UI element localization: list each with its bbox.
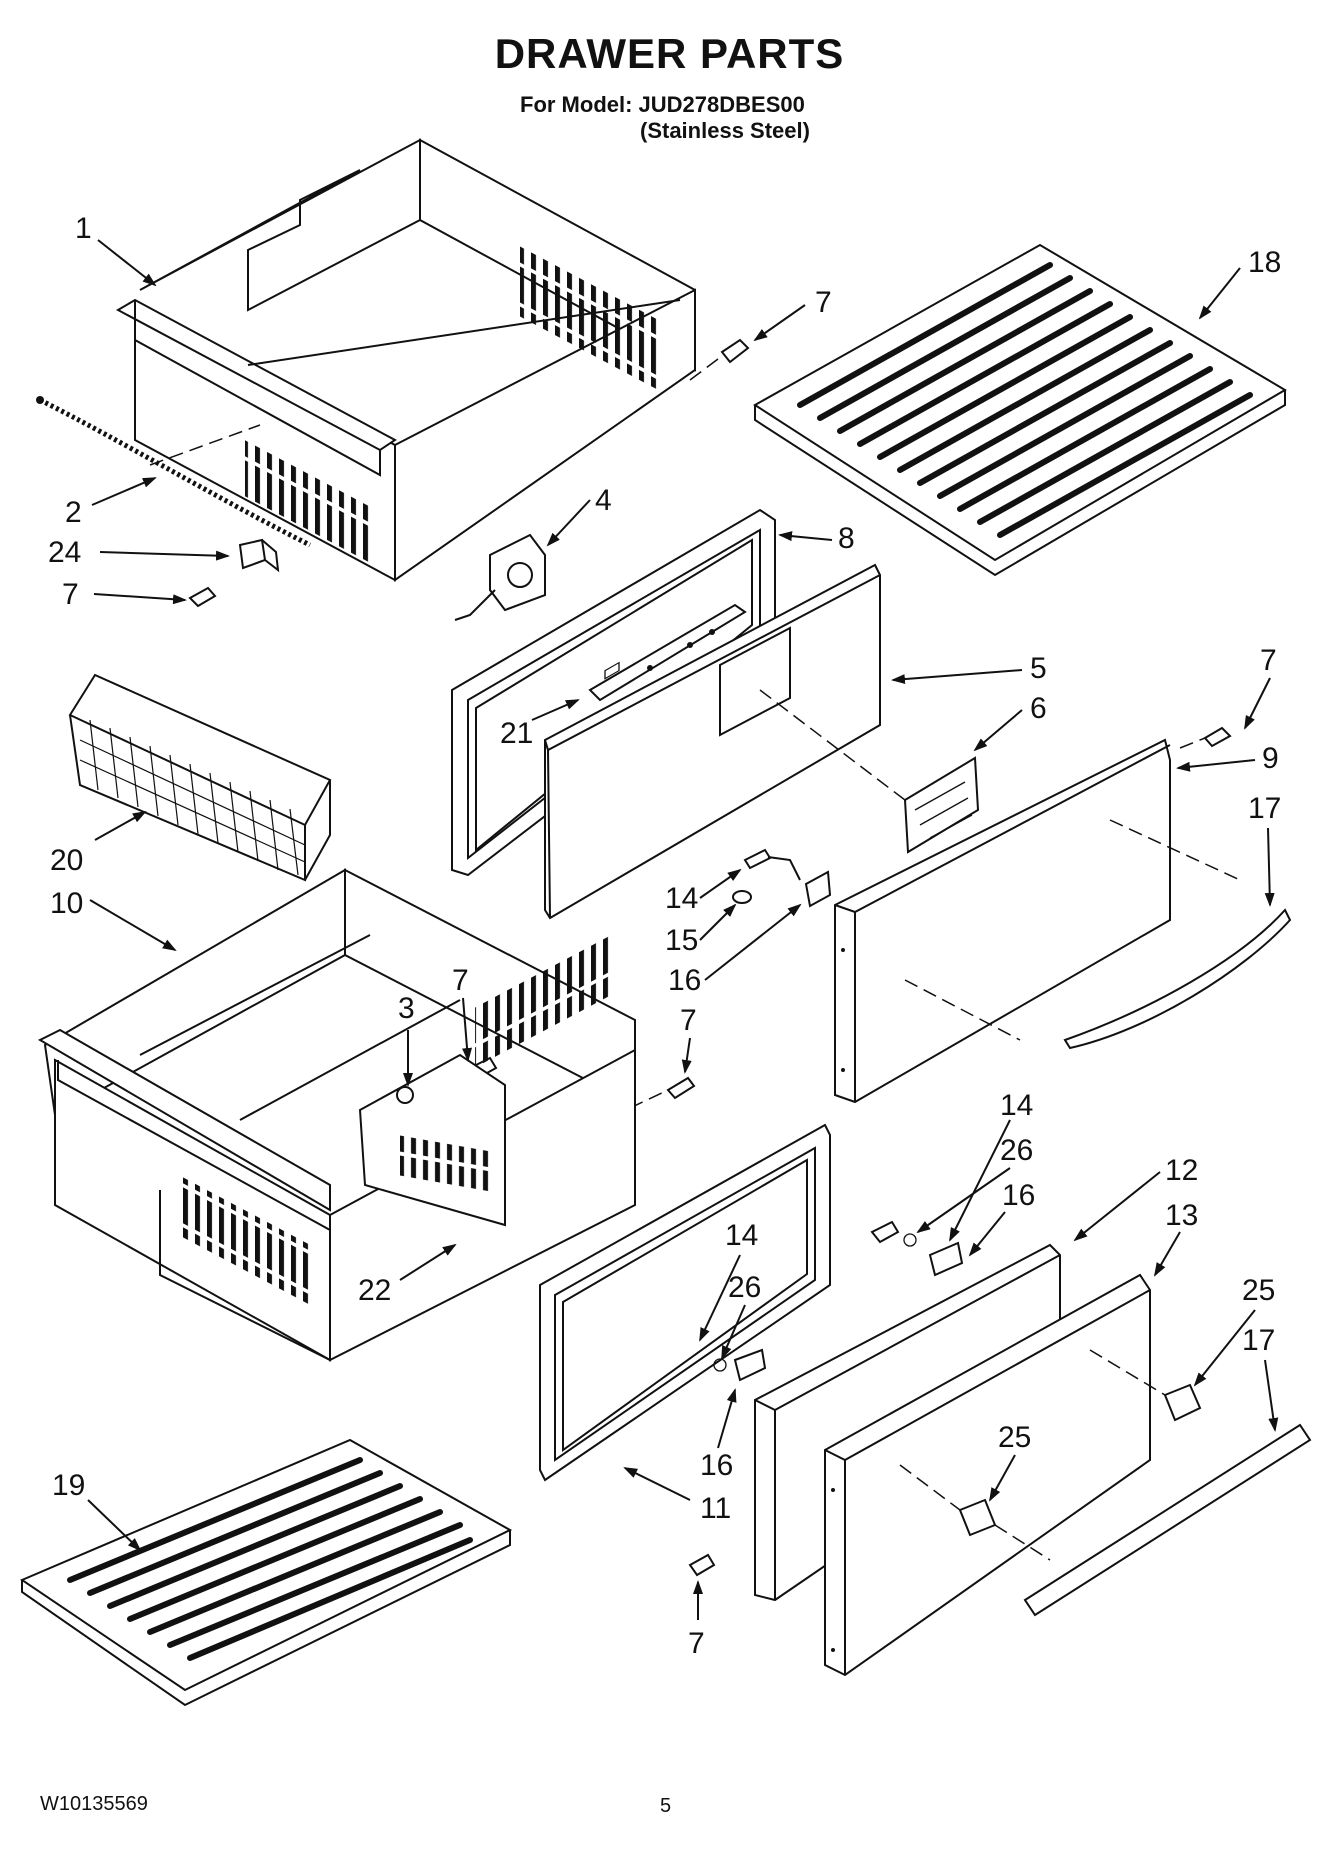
- model-subtitle: For Model: JUD278DBES00 (Stainless Steel…: [520, 92, 810, 144]
- lower-outer-door: [824, 1273, 1151, 1677]
- bottom-shelf-grill: [19, 1438, 513, 1707]
- callout-label-25: 25: [998, 1421, 1031, 1454]
- callout-label-8: 8: [838, 522, 855, 555]
- screw-part: [188, 338, 1232, 1577]
- callout-label-17: 17: [1248, 792, 1281, 825]
- callout-label-7: 7: [62, 578, 79, 611]
- callout-label-20: 20: [50, 844, 83, 877]
- callout-label-14: 14: [1000, 1089, 1033, 1122]
- wire-basket: [68, 673, 332, 882]
- callout-label-7: 7: [452, 964, 469, 997]
- control-board: [903, 756, 980, 854]
- upper-outer-door: [834, 738, 1171, 1104]
- bracket-part: [238, 538, 280, 573]
- lower-hinge-parts: [713, 1233, 964, 1382]
- callout-label-26: 26: [1000, 1134, 1033, 1167]
- callout-label-7: 7: [680, 1004, 697, 1037]
- motor-part: [454, 533, 546, 621]
- callout-label-4: 4: [595, 484, 612, 517]
- callout-label-7: 7: [1260, 644, 1277, 677]
- callout-label-25: 25: [1242, 1274, 1275, 1307]
- callout-label-12: 12: [1165, 1154, 1198, 1187]
- callout-label-14: 14: [725, 1219, 758, 1252]
- callout-label-1: 1: [75, 212, 92, 245]
- callout-label-22: 22: [358, 1274, 391, 1307]
- page-number: 5: [660, 1795, 672, 1817]
- top-shelf-grill: [753, 243, 1287, 577]
- upper-door-handle: [1063, 908, 1292, 1050]
- leader-arrows: [87, 239, 1279, 1620]
- callout-label-16: 16: [1002, 1179, 1035, 1212]
- upper-door-panel: [544, 563, 881, 920]
- callout-label-16: 16: [700, 1449, 733, 1482]
- bracket-guard: [358, 1053, 506, 1227]
- callout-label-9: 9: [1262, 742, 1279, 775]
- upper-drawer-bin: [115, 138, 696, 582]
- callout-label-18: 18: [1248, 246, 1281, 279]
- callout-label-14: 14: [665, 882, 698, 915]
- document-number: W10135569: [40, 1793, 148, 1815]
- callout-label-10: 10: [50, 887, 83, 920]
- callout-label-21: 21: [500, 717, 533, 750]
- control-panel: [588, 603, 747, 702]
- hinge-pin: [732, 848, 832, 908]
- callout-label-16: 16: [668, 964, 701, 997]
- callout-label-13: 13: [1165, 1199, 1198, 1232]
- callout-label-5: 5: [1030, 652, 1047, 685]
- handle-end-cap: [958, 1383, 1202, 1537]
- page-title: DRAWER PARTS: [494, 30, 845, 77]
- callout-label-7: 7: [815, 286, 832, 319]
- callout-label-26: 26: [728, 1271, 761, 1304]
- callout-label-11: 11: [700, 1492, 731, 1525]
- callout-label-6: 6: [1030, 692, 1047, 725]
- callout-label-19: 19: [52, 1469, 85, 1502]
- callout-label-3: 3: [398, 992, 415, 1025]
- heater-wire: [36, 396, 312, 548]
- lower-door-handle: [1023, 1423, 1312, 1617]
- finish-line: (Stainless Steel): [640, 118, 810, 143]
- model-line: For Model: JUD278DBES00: [520, 92, 805, 117]
- callout-label-2: 2: [65, 496, 82, 529]
- callout-label-7: 7: [688, 1627, 705, 1660]
- callout-label-15: 15: [665, 924, 698, 957]
- clip-part: [396, 1086, 414, 1104]
- lower-door-gasket: [539, 1123, 831, 1482]
- callout-label-24: 24: [48, 536, 81, 569]
- callout-label-17: 17: [1242, 1324, 1275, 1357]
